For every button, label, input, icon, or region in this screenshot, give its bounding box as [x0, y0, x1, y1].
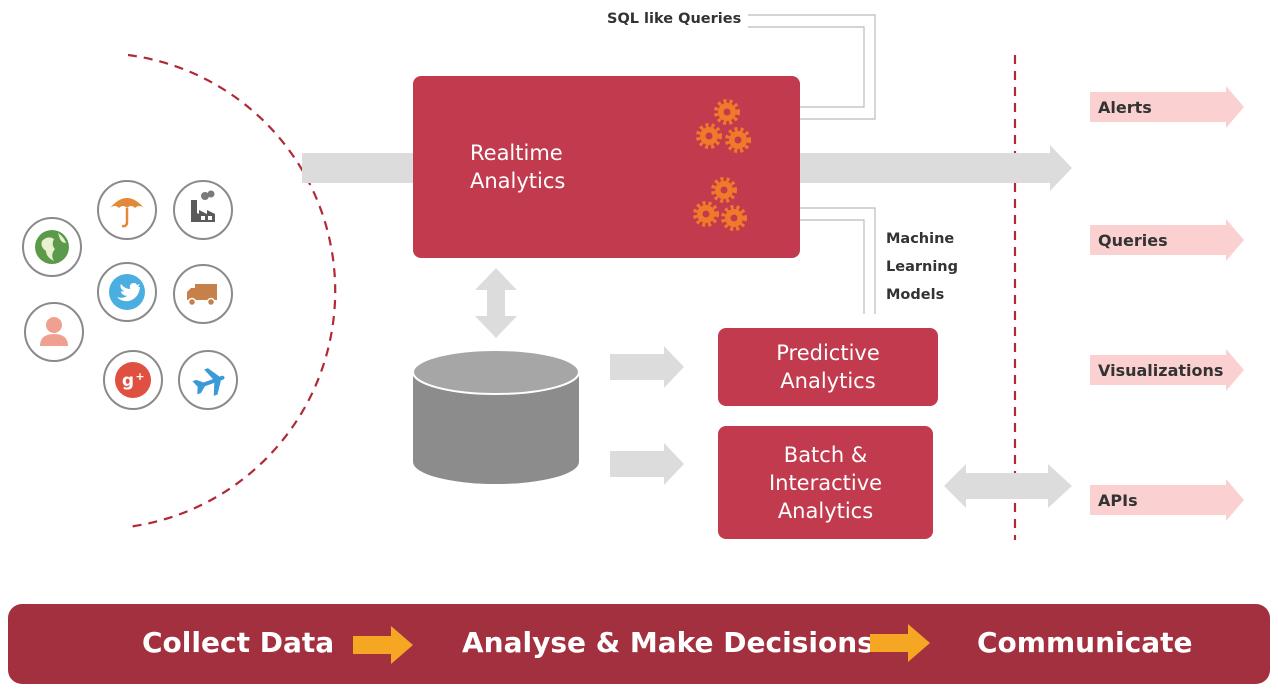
person-icon — [40, 317, 68, 346]
ingest-arrow — [302, 145, 448, 191]
source-google-plus: g + — [103, 350, 163, 410]
banner-step-collect: Collect Data — [142, 626, 335, 659]
batch-analytics-node: Batch & Interactive Analytics — [718, 426, 933, 539]
output-label-visualizations: Visualizations — [1098, 361, 1224, 380]
output-arrow-visualizations — [1090, 349, 1244, 391]
output-arrow-queries — [1090, 219, 1244, 261]
sql-connector-line-inner — [748, 26, 865, 108]
gear-cluster-bottom-icon — [693, 177, 747, 231]
google-plus-icon: g + — [115, 362, 151, 398]
predictive-analytics-label: Predictive Analytics — [776, 341, 880, 393]
ml-models-label: Machine Learning Models — [886, 231, 959, 303]
ml-connector-line — [797, 207, 876, 314]
batch-api-arrow — [944, 464, 1072, 508]
banner-step-communicate: Communicate — [977, 626, 1193, 659]
svg-text:+: + — [135, 370, 144, 383]
output-label-queries: Queries — [1098, 231, 1168, 250]
sql-queries-label: SQL like Queries — [607, 11, 742, 27]
output-label-apis: APIs — [1098, 491, 1138, 510]
source-twitter — [97, 262, 157, 322]
database-icon — [412, 349, 580, 484]
source-person — [24, 302, 84, 362]
globe-icon — [35, 230, 69, 264]
output-arrow-apis — [1090, 479, 1244, 521]
factory-icon — [191, 190, 215, 222]
truck-icon — [187, 284, 217, 307]
source-airplane — [178, 350, 238, 410]
process-banner — [8, 604, 1270, 684]
storage-predictive-arrow — [610, 346, 684, 388]
step-arrow-icon-2 — [870, 624, 930, 662]
step-arrow-icon-1 — [353, 626, 413, 664]
twitter-icon — [109, 274, 145, 310]
airplane-icon — [192, 368, 225, 396]
source-umbrella — [97, 180, 157, 240]
source-truck — [173, 264, 233, 324]
storage-sync-arrow — [475, 268, 517, 338]
banner-step-analyse: Analyse & Make Decisions — [462, 626, 874, 659]
output-label-alerts: Alerts — [1098, 98, 1152, 117]
svg-text:g: g — [122, 371, 134, 391]
source-globe — [22, 217, 82, 277]
sql-connector-line — [748, 14, 876, 120]
output-arrow-alerts — [1090, 86, 1244, 128]
predictive-analytics-node: Predictive Analytics — [718, 328, 938, 406]
gear-cluster-top-icon — [696, 99, 751, 153]
storage-batch-arrow — [610, 443, 684, 485]
sources-boundary-arc — [127, 53, 337, 529]
batch-analytics-label: Batch & Interactive Analytics — [768, 442, 883, 523]
umbrella-icon — [110, 198, 144, 228]
ml-connector-line-inner — [797, 219, 865, 314]
realtime-analytics-label: Realtime Analytics — [470, 141, 566, 193]
realtime-output-arrow — [780, 145, 1072, 191]
source-factory — [173, 180, 233, 240]
